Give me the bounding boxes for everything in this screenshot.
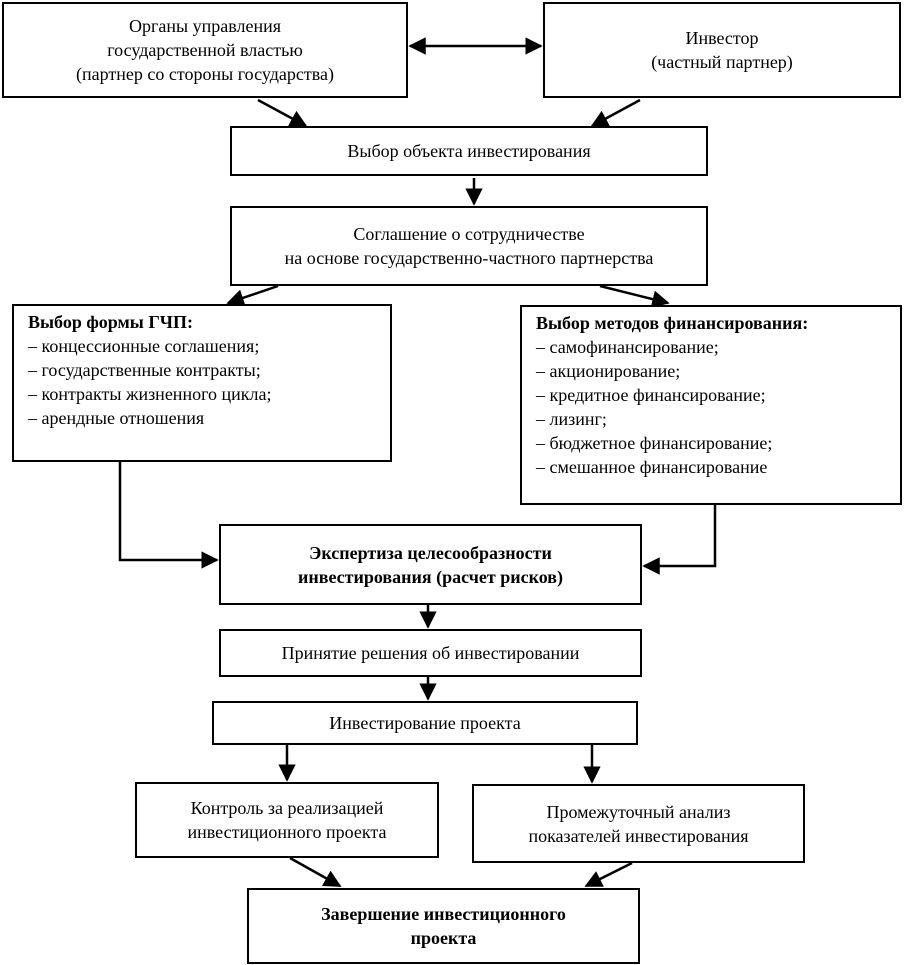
node-investing-line-1: Инвестирование проекта [329,713,521,733]
node-object-choice: Выбор объекта инвестирования [230,126,708,176]
node-ppp-forms: Выбор формы ГЧП: – концессионные соглаше… [12,304,392,462]
node-expertise: Экспертиза целесообразности инвестирован… [219,524,642,605]
node-expertise-line-1: Экспертиза целесообразности [309,542,552,563]
node-completion-line-1: Завершение инвестиционного [321,904,566,924]
node-ppp-forms-item: – концессионные соглашения; [28,336,260,356]
node-control-line-1: Контроль за реализацией [190,798,384,818]
node-investing: Инвестирование проекта [212,701,638,745]
node-ppp-forms-item: – государственные контракты; [28,360,261,380]
arrow-investor-to-object [590,98,641,128]
node-financing-methods: Выбор методов финансирования: – самофина… [520,305,902,505]
arrow-analysis-to-completion [584,861,633,888]
node-expertise-line-2: инвестирования (расчет рисков) [297,566,564,587]
node-financing-methods-item: – самофинансирование; [536,337,719,357]
node-financing-methods-item: – кредитное финансирование; [536,385,766,405]
node-government: Органы управления государственной власть… [2,2,408,98]
node-completion-line-2: проекта [410,928,477,948]
node-analysis-line-1: Промежуточный анализ [546,801,731,822]
node-analysis-line-2: показателей инвестирования [528,825,749,846]
node-decision: Принятие решения об инвестировании [219,629,642,677]
node-investor-line-2: (частный партнер) [651,52,793,72]
node-financing-methods-item: – акционирование; [536,361,681,381]
node-control-line-2: инвестиционного проекта [187,822,387,842]
node-agreement-line-2: на основе государственно-частного партне… [284,248,654,268]
arrow-forms-to-expertise [118,462,219,569]
node-agreement-line-1: Соглашение о сотрудничестве [353,224,585,244]
arrow-control-to-completion [289,856,342,888]
node-analysis: Промежуточный анализ показателей инвести… [472,784,805,863]
node-financing-methods-item: – бюджетное финансирование; [536,433,773,453]
node-financing-methods-item: – смешанное финансирование [536,457,768,477]
arrow-financing-to-expertise [642,505,717,575]
arrow-agreement-to-forms [226,284,279,307]
node-completion: Завершение инвестиционного проекта [247,888,640,964]
node-government-line-2: государственной властью [107,40,303,60]
node-agreement: Соглашение о сотрудничестве на основе го… [230,206,708,286]
node-government-line-1: Органы управления [129,16,281,36]
arrow-government-to-object [257,98,308,128]
node-object-choice-line-1: Выбор объекта инвестирования [347,141,591,161]
node-government-line-3: (партнер со стороны государства) [76,64,334,84]
node-control: Контроль за реализацией инвестиционного … [135,782,439,858]
node-decision-line-1: Принятие решения об инвестировании [281,643,580,663]
node-financing-methods-title: Выбор методов финансирования: [536,313,809,333]
node-ppp-forms-item: – контракты жизненного цикла; [28,384,272,404]
node-ppp-forms-title: Выбор формы ГЧП: [28,312,193,332]
node-investor-line-1: Инвестор [685,28,759,48]
node-financing-methods-item: – лизинг; [536,409,607,429]
node-investor: Инвестор (частный партнер) [543,2,901,98]
arrow-agreement-to-financing [599,284,670,308]
node-ppp-forms-item: – арендные отношения [28,408,205,428]
